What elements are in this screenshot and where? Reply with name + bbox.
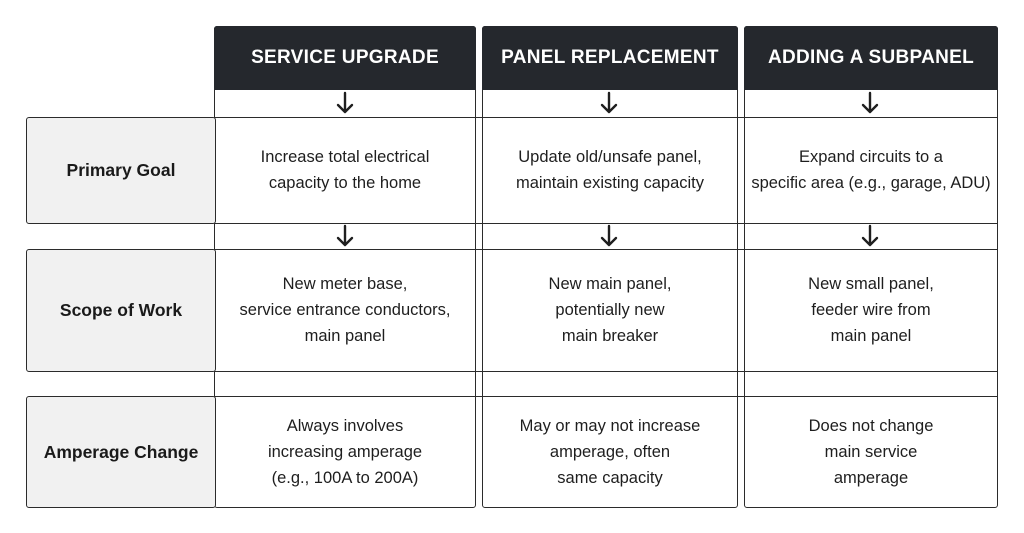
cell-primary-goal-panel-replacement: Update old/unsafe panel, maintain existi… <box>515 148 704 192</box>
arrow-down-icon <box>600 224 618 248</box>
cell-primary-goal-service-upgrade: Increase total electrical capacity to th… <box>260 148 430 192</box>
row-label-amperage-change: Amperage Change <box>43 441 199 462</box>
arrow-down-icon <box>336 91 354 115</box>
column-header-panel-replacement: PANEL REPLACEMENT <box>482 26 738 90</box>
cell-scope-service-upgrade: New meter base, service entrance conduct… <box>239 275 451 345</box>
column-header-adding-subpanel: ADDING A SUBPANEL <box>744 26 998 90</box>
row-divider <box>214 249 998 250</box>
cell-amperage-panel-replacement: May or may not increase amperage, often … <box>519 417 701 487</box>
row-divider <box>214 117 998 118</box>
row-label-box-scope-of-work <box>26 249 216 372</box>
row-divider <box>214 396 998 397</box>
column-header-service-upgrade: SERVICE UPGRADE <box>214 26 476 90</box>
cell-scope-adding-subpanel: New small panel, feeder wire from main p… <box>808 275 934 345</box>
cell-amperage-service-upgrade: Always involves increasing amperage (e.g… <box>267 417 423 487</box>
arrow-down-icon <box>600 91 618 115</box>
row-label-box-amperage-change <box>26 396 216 508</box>
arrow-down-icon <box>336 224 354 248</box>
cell-amperage-adding-subpanel: Does not change main service amperage <box>808 417 934 487</box>
row-label-primary-goal: Primary Goal <box>66 160 176 180</box>
cell-primary-goal-adding-subpanel: Expand circuits to a specific area (e.g.… <box>751 148 991 192</box>
arrow-down-icon <box>861 224 879 248</box>
row-label-box-primary-goal <box>26 117 216 224</box>
row-divider <box>214 371 998 372</box>
row-label-scope-of-work: Scope of Work <box>59 300 183 320</box>
row-divider <box>214 223 998 224</box>
cell-scope-panel-replacement: New main panel, potentially new main bre… <box>548 275 672 345</box>
arrow-down-icon <box>861 91 879 115</box>
